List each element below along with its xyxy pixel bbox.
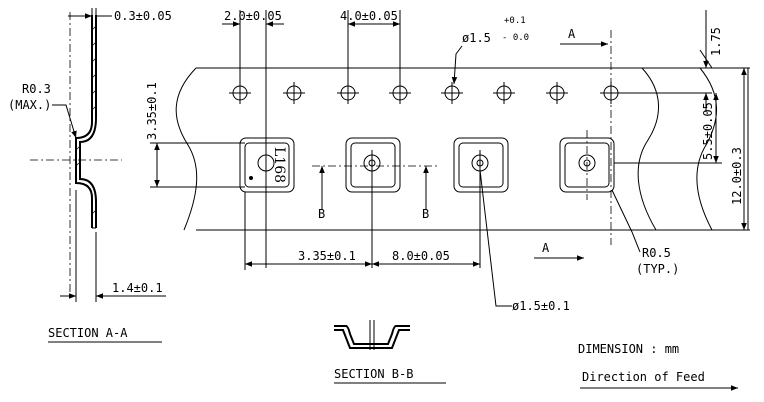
dimension-unit-note: DIMENSION : mm xyxy=(578,342,679,356)
section-bb-caption: SECTION B-B xyxy=(334,367,413,381)
pocket-width-dim: 3.35±0.1 xyxy=(298,249,356,263)
pitch-p2-dim: 2.0±0.05 xyxy=(224,9,282,23)
section-radius-dim: R0.3 xyxy=(22,82,51,96)
pocket-3 xyxy=(453,137,509,268)
pocket-depth-dim: 1.4±0.1 xyxy=(112,281,163,295)
section-a-top-label: A xyxy=(568,27,576,41)
edge-hole-dim: 1.75 xyxy=(709,27,723,56)
tape-top-view: L168 2.0±0.05 xyxy=(145,9,750,313)
sprocket-tol-minus: - 0.0 xyxy=(502,33,529,43)
pocket-1: L168 xyxy=(239,118,295,268)
pitch-p0-dim: 4.0±0.05 xyxy=(340,9,398,23)
tape-width-dim: 12.0±0.3 xyxy=(730,147,744,205)
pocket-height-dim: 3.35±0.1 xyxy=(145,82,159,140)
part-marking: L168 xyxy=(271,147,287,183)
section-bb-view: SECTION B-B xyxy=(334,320,446,384)
section-b-left-label: B xyxy=(318,207,325,221)
pocket-hole-dim: ø1.5±0.1 xyxy=(512,299,570,313)
section-aa-caption: SECTION A-A xyxy=(48,326,128,340)
pocket-radius-note: (TYP.) xyxy=(636,262,679,276)
feed-direction-label: Direction of Feed xyxy=(582,370,705,384)
sprocket-tol-plus: +0.1 xyxy=(504,16,526,26)
section-b-right-label: B xyxy=(422,207,429,221)
section-radius-note: (MAX.) xyxy=(8,98,51,112)
section-aa-view: 0.3±0.05 R0.3 (MAX.) 1.4±0.1 SECTION A-A xyxy=(8,8,172,343)
pocket-pitch-dim: 8.0±0.05 xyxy=(392,249,450,263)
thickness-dim: 0.3±0.05 xyxy=(114,9,172,23)
sprocket-holes xyxy=(229,82,622,104)
pocket-radius-dim: R0.5 xyxy=(642,246,671,260)
sprocket-dia-dim: ø1.5 xyxy=(462,31,491,45)
section-a-bottom-label: A xyxy=(542,241,550,255)
hole-pocket-dim: 5.5±0.05 xyxy=(701,102,715,160)
pocket-2 xyxy=(345,137,401,268)
